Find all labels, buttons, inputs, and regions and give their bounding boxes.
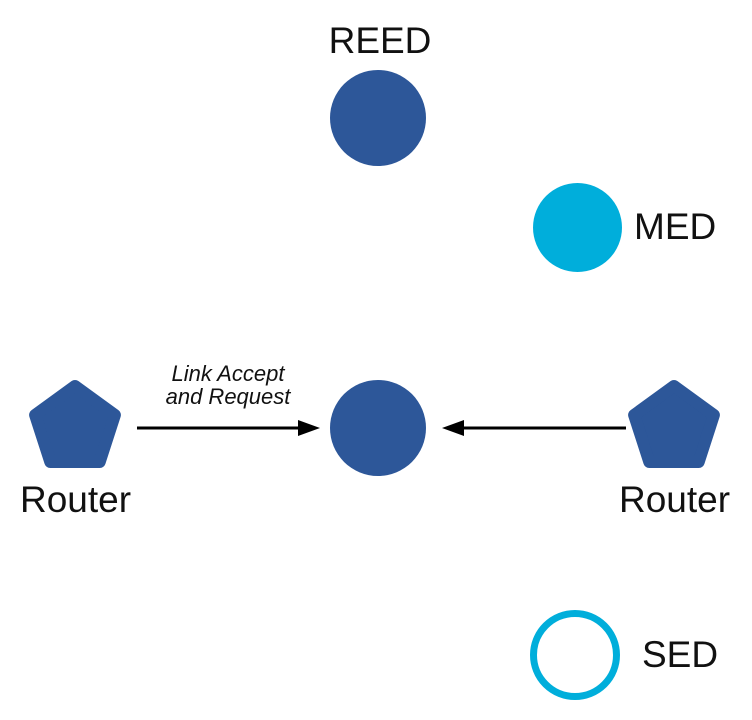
sed-node-ring-icon — [530, 610, 620, 700]
reed-node-circle-icon — [330, 70, 426, 166]
router-right-pentagon-icon — [628, 380, 720, 468]
left-arrow-label: Link Accept and Request — [132, 362, 324, 408]
med-node-circle-icon — [533, 183, 622, 272]
router-left-node-label: Router — [19, 479, 132, 520]
right-arrow-icon — [442, 420, 626, 436]
left-arrow-label-line1: Link Accept — [171, 361, 285, 386]
med-node-label: MED — [634, 206, 717, 247]
left-arrow-label-line2: and Request — [165, 384, 291, 410]
center-node-circle-icon — [330, 380, 426, 476]
router-right-node-label: Router — [618, 479, 731, 520]
router-left-pentagon-icon — [29, 380, 121, 468]
sed-node-label: SED — [642, 634, 719, 675]
reed-node-label: REED — [328, 20, 432, 61]
left-arrow-icon — [137, 420, 320, 436]
